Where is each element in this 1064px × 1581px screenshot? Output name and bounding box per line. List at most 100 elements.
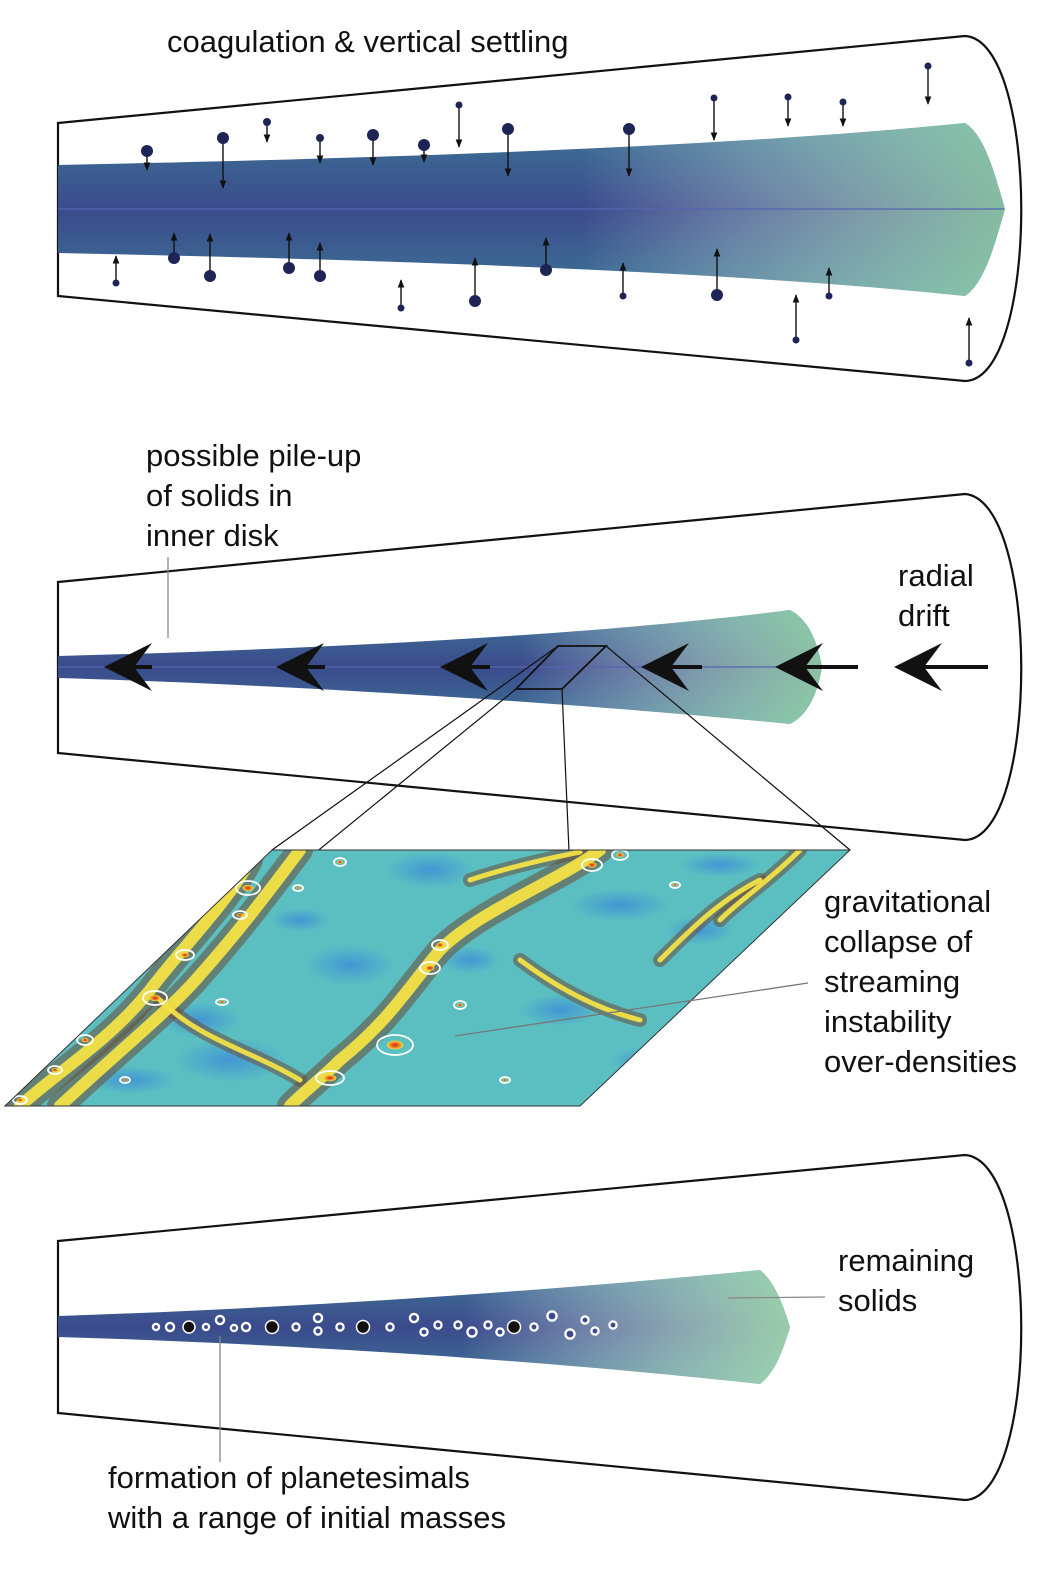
dust-particle <box>839 98 847 106</box>
dust-particle <box>367 129 379 141</box>
planetesimal-core <box>293 1324 299 1330</box>
radial-line-1: radial <box>898 558 974 593</box>
dust-particle <box>314 270 326 282</box>
dust-particle <box>418 139 430 151</box>
planetesimal-core <box>243 1324 249 1330</box>
radial-drift-arrows <box>104 643 988 691</box>
sim-clump-ring <box>669 881 681 889</box>
planetesimal-core <box>485 1322 491 1328</box>
sim-void <box>305 945 395 985</box>
dust-particle <box>502 123 514 135</box>
planetesimal-core <box>421 1329 427 1335</box>
sim-void <box>570 889 670 921</box>
remaining-solids-label: remaining solids <box>838 1241 974 1321</box>
planetesimal-core <box>566 1330 574 1338</box>
dust-particle <box>825 292 833 300</box>
drift-arrow-head <box>440 643 488 691</box>
sim-filament <box>467 850 583 883</box>
drift-arrow-head <box>641 643 689 691</box>
drift-arrow-head <box>775 643 823 691</box>
dust-particle <box>711 289 723 301</box>
dust-particle <box>455 101 463 109</box>
sim-clump-ring <box>47 1065 63 1075</box>
drift-panel <box>4 492 1023 1107</box>
dust-particle <box>540 264 552 276</box>
planetesimal <box>506 1319 522 1335</box>
sim-clump-ring <box>175 949 195 961</box>
dust-particle <box>619 292 627 300</box>
planetesimal <box>355 1319 371 1335</box>
planetesimal-core <box>531 1324 537 1330</box>
sim-void <box>385 852 475 888</box>
sim-clump-core <box>16 1098 24 1102</box>
remaining-line-1: remaining <box>838 1243 975 1278</box>
sim-void <box>175 1038 285 1082</box>
zoom-line <box>605 645 851 851</box>
planetesimal-core <box>217 1317 223 1323</box>
dust-particle <box>965 359 973 367</box>
planetesimal <box>264 1319 280 1335</box>
sim-clump-ring <box>419 961 441 975</box>
sim-clump-core <box>122 1078 128 1082</box>
planetesimal-core <box>610 1322 616 1328</box>
dust-particle <box>263 118 271 126</box>
dust-layer-3 <box>58 1270 790 1384</box>
sim-void <box>610 1046 690 1074</box>
sim-clump-ring <box>119 1076 131 1084</box>
planetesimal-label: formation of planetesimals with a range … <box>108 1458 506 1538</box>
settling-panel <box>56 34 1023 383</box>
sim-clump-ring <box>611 850 629 861</box>
planetesimal-core <box>204 1325 208 1329</box>
sim-clump-ring <box>142 990 168 1006</box>
dust-particle <box>784 93 792 101</box>
collapse-label: gravitational collapse of streaming inst… <box>824 882 1017 1082</box>
collapse-line-1: gravitational <box>824 884 992 919</box>
sim-clump-core <box>149 994 161 1002</box>
sim-filament <box>657 877 763 963</box>
settling-particles <box>112 62 973 367</box>
sim-clumps <box>12 850 681 1105</box>
collapse-line-3: streaming <box>824 964 961 999</box>
sim-filament <box>284 850 606 1106</box>
dust-particle <box>710 94 718 102</box>
dust-particle <box>792 336 800 344</box>
dust-particle <box>168 252 180 264</box>
sim-clump-core <box>81 1037 89 1043</box>
planetesimal-core <box>154 1325 158 1329</box>
planetesimal-core <box>387 1324 393 1330</box>
collapse-line-4: instability <box>824 1004 952 1039</box>
sim-clump-ring <box>12 1095 28 1105</box>
planetesimal-core <box>315 1328 321 1334</box>
dust-particle <box>397 304 405 312</box>
dust-particle <box>924 62 932 70</box>
planetesimal <box>182 1320 196 1334</box>
sim-void <box>270 908 330 932</box>
pileup-label: possible pile-up of solids in inner disk <box>146 436 361 556</box>
sim-filaments <box>7 850 807 1106</box>
radial-line-2: drift <box>898 598 950 633</box>
sim-clump-ring <box>581 858 603 872</box>
planetesimal-core <box>548 1312 556 1320</box>
radial-drift-label: radial drift <box>898 556 974 636</box>
sim-clump-ring <box>215 998 229 1006</box>
sim-clump-core <box>242 884 254 892</box>
formation-panel <box>56 1153 1023 1502</box>
collapse-line-5: over-densities <box>824 1044 1017 1079</box>
simulation-snapshot <box>3 849 852 1107</box>
sim-filament <box>54 850 306 1106</box>
pileup-line-2: of solids in <box>146 478 293 513</box>
sim-clump-core <box>219 1000 225 1004</box>
planetesimals <box>151 1310 618 1340</box>
planetesimal-core <box>167 1324 173 1330</box>
settling-title: coagulation & vertical settling <box>167 24 569 59</box>
sim-clump-core <box>51 1068 59 1072</box>
sim-clump-ring <box>315 1070 345 1086</box>
sim-clump-ring <box>499 1076 511 1084</box>
dust-particle <box>204 270 216 282</box>
drift-arrow-head <box>894 643 942 691</box>
sim-filament <box>157 997 303 1083</box>
planetesimal-line-2: with a range of initial masses <box>108 1500 507 1535</box>
sim-clump-core <box>502 1078 508 1082</box>
sim-clump-core <box>436 942 444 948</box>
